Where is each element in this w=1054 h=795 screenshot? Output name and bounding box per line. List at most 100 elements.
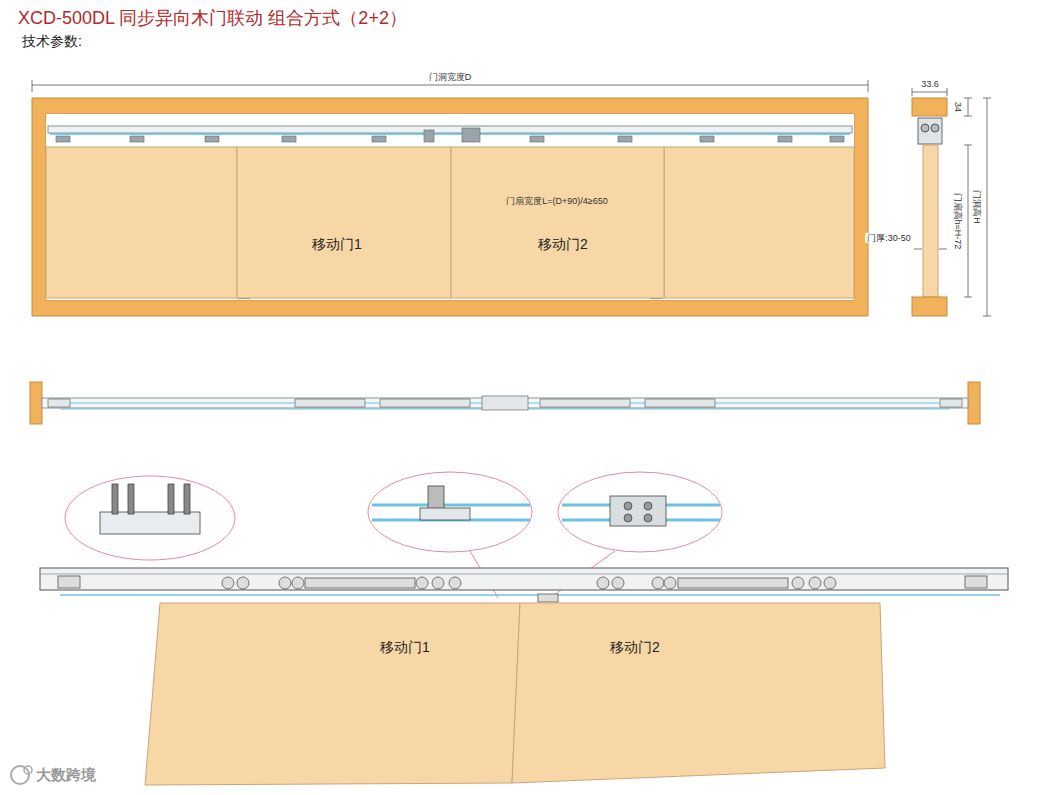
wheel bbox=[931, 124, 939, 132]
wheel bbox=[237, 577, 249, 589]
zoom-callout bbox=[65, 476, 235, 560]
dimension-tick bbox=[868, 80, 869, 92]
door-panel: 移动门2 bbox=[512, 603, 885, 783]
section-heading: 技术参数: bbox=[22, 33, 82, 49]
watermark: 大数跨境 bbox=[36, 766, 96, 783]
door-leaf bbox=[145, 603, 520, 785]
lock-block bbox=[462, 128, 480, 142]
wheel bbox=[597, 577, 609, 589]
hanger bbox=[530, 136, 544, 142]
hanger bbox=[830, 136, 844, 142]
rail-wheels bbox=[58, 576, 987, 602]
door-name: 移动门2 bbox=[538, 236, 588, 254]
fixed-door bbox=[664, 147, 854, 298]
wheel bbox=[292, 577, 304, 589]
lock-block bbox=[482, 396, 528, 410]
door-slab bbox=[923, 145, 938, 297]
fixed-door bbox=[46, 147, 237, 298]
carriage bbox=[540, 399, 630, 407]
lock-block bbox=[538, 594, 558, 602]
carriage bbox=[645, 399, 715, 407]
watermark-logo bbox=[11, 766, 29, 784]
door-name: 移动门1 bbox=[380, 639, 430, 657]
bolt bbox=[112, 484, 118, 514]
carriage bbox=[918, 118, 942, 144]
screw bbox=[624, 502, 632, 510]
rail bbox=[40, 568, 1008, 590]
door-panel: 移动门2 bbox=[451, 147, 664, 298]
hanger bbox=[424, 130, 434, 142]
carriage bbox=[380, 399, 470, 407]
screw bbox=[644, 514, 652, 522]
door-shape bbox=[451, 147, 664, 298]
bracket bbox=[100, 512, 200, 534]
door-shape bbox=[143, 603, 520, 785]
dimension-label: 门厚:30-50 bbox=[865, 233, 913, 243]
wall bbox=[968, 382, 980, 424]
wheel bbox=[416, 577, 428, 589]
dimension-line bbox=[968, 98, 969, 116]
dimension-line bbox=[987, 98, 988, 316]
carriage bbox=[305, 578, 415, 588]
lock-block bbox=[610, 496, 666, 526]
hanger bbox=[700, 136, 714, 142]
hanger bbox=[618, 136, 632, 142]
clamp bbox=[420, 508, 470, 520]
wheel bbox=[449, 577, 461, 589]
door-panel: 移动门1 bbox=[237, 147, 451, 298]
wheel bbox=[824, 577, 836, 589]
bolt bbox=[184, 484, 190, 514]
dimension-label: 门洞宽度D bbox=[427, 72, 474, 82]
dimension-label: 门扇高h=H-72 bbox=[953, 191, 963, 252]
door-name: 移动门2 bbox=[610, 639, 660, 657]
hanger bbox=[205, 136, 219, 142]
wheel bbox=[664, 577, 676, 589]
dimension-line bbox=[968, 145, 969, 297]
end-stop bbox=[58, 576, 80, 588]
dimension-line bbox=[32, 85, 868, 86]
dimension-line bbox=[912, 92, 947, 93]
zoom-callout bbox=[558, 472, 722, 552]
bolt bbox=[168, 484, 174, 514]
end-stop bbox=[965, 576, 987, 588]
dimension-label: 33.6 bbox=[919, 79, 941, 89]
hanger bbox=[130, 136, 144, 142]
wall bbox=[30, 382, 42, 424]
hanger bbox=[372, 136, 386, 142]
screw bbox=[644, 502, 652, 510]
door-frame bbox=[32, 98, 868, 316]
door-shape bbox=[512, 603, 885, 783]
door-leaf bbox=[451, 147, 664, 298]
dimension-label: 门洞高H bbox=[972, 188, 982, 226]
wheel bbox=[279, 577, 291, 589]
track bbox=[48, 126, 852, 133]
thickness-marks bbox=[914, 249, 947, 250]
wheel bbox=[809, 577, 821, 589]
door-shape bbox=[237, 147, 451, 298]
hanger bbox=[282, 136, 296, 142]
carriage bbox=[678, 578, 788, 588]
end-stop bbox=[48, 399, 70, 407]
door-leaf bbox=[512, 603, 885, 783]
dimension-ticks bbox=[912, 88, 991, 316]
door-leaf bbox=[237, 147, 451, 298]
zoom-callout bbox=[368, 472, 532, 552]
hanger bbox=[56, 136, 70, 142]
dimension-label: 34 bbox=[953, 100, 963, 114]
header-block bbox=[912, 98, 947, 116]
door-panel: 移动门1 bbox=[143, 603, 520, 785]
belt bbox=[372, 504, 530, 507]
door-name: 移动门1 bbox=[312, 236, 362, 254]
carriage bbox=[295, 399, 365, 407]
opening bbox=[46, 114, 854, 300]
screw bbox=[624, 514, 632, 522]
dimension-tick bbox=[32, 80, 33, 92]
wheel bbox=[652, 577, 664, 589]
hangers bbox=[56, 128, 844, 142]
zoom-detail bbox=[100, 484, 720, 534]
watermark-logo bbox=[24, 766, 32, 774]
plan-hardware bbox=[48, 396, 962, 410]
wheel bbox=[222, 577, 234, 589]
diagram-title: XCD-500DL 同步异向木门联动 组合方式（2+2） bbox=[18, 8, 407, 29]
